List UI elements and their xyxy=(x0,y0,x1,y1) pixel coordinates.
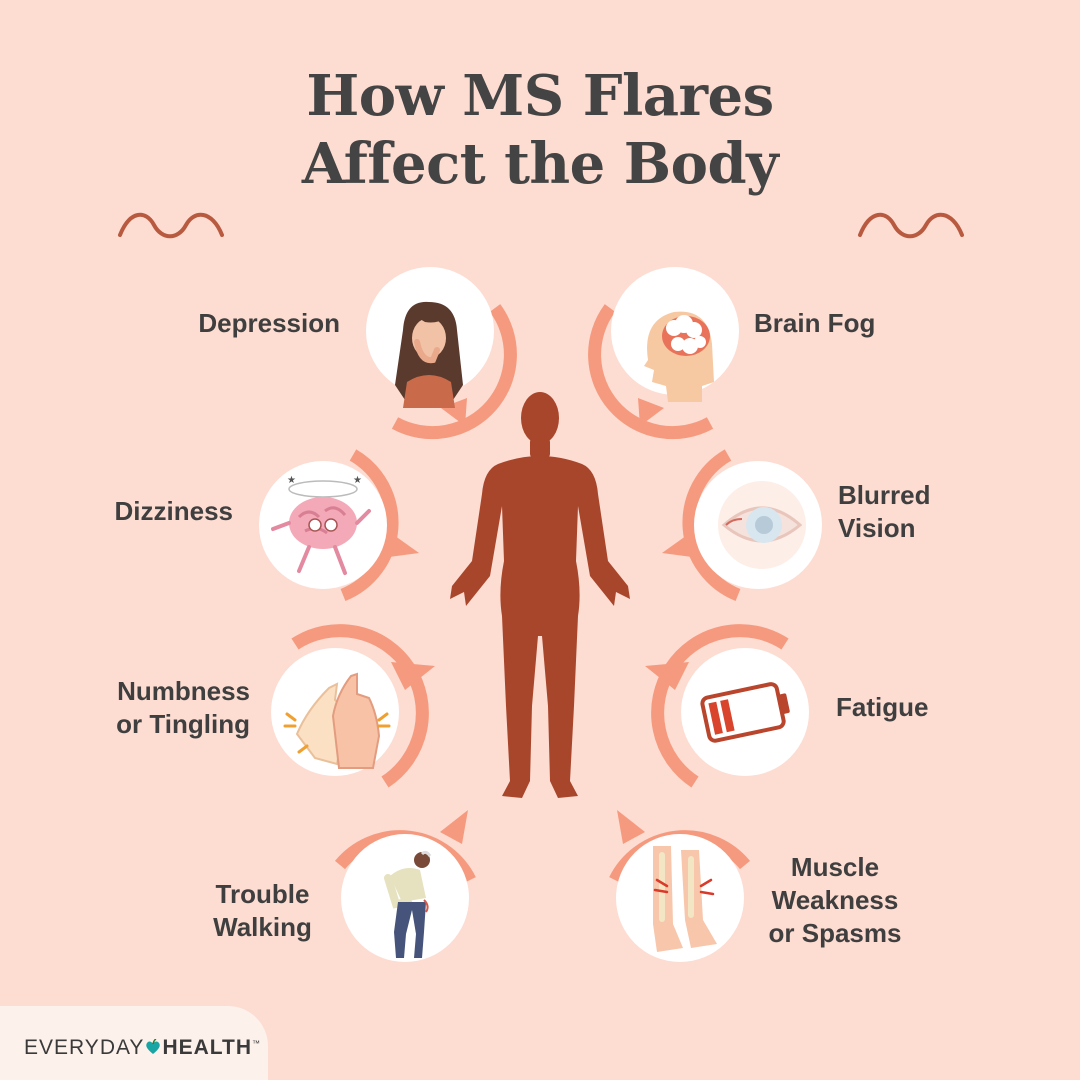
tingling-hands-icon xyxy=(283,672,391,769)
symptom-fatigue-label: Fatigue xyxy=(836,692,929,722)
brand-logo: EVERYDAY HEALTH™ xyxy=(24,1036,261,1060)
symptom-dizziness-bubble: ★ ★ xyxy=(243,445,419,615)
blurry-eye-icon xyxy=(718,481,806,569)
svg-text:★: ★ xyxy=(287,475,296,486)
squiggle-decoration-left xyxy=(118,212,224,239)
muscle-line-3: or Spasms xyxy=(768,918,902,948)
symptom-muscle-weakness-label: Muscle Weakness or Spasms xyxy=(755,851,915,950)
title-line-1: How MS Flares xyxy=(306,63,774,129)
blurred-vision-line-1: Blurred xyxy=(838,480,931,510)
bent-person-icon xyxy=(384,850,432,958)
brand-part-1: EVERYDAY xyxy=(24,1036,145,1059)
symptom-blurred-vision-bubble xyxy=(662,445,838,615)
human-body-silhouette xyxy=(450,392,630,798)
page-title: How MS Flares Affect the Body xyxy=(0,62,1080,198)
trouble-walking-line-1: Trouble xyxy=(215,879,310,909)
symptom-numbness-bubble xyxy=(255,624,435,802)
legs-pain-icon xyxy=(653,846,717,952)
symptom-muscle-weakness-bubble xyxy=(595,810,765,980)
numbness-line-1: Numbness xyxy=(117,676,250,706)
symptom-trouble-walking-bubble xyxy=(320,810,490,980)
symptom-fatigue-bubble xyxy=(645,624,825,802)
symptom-brain-fog-label: Brain Fog xyxy=(754,308,876,338)
symptom-depression-label: Depression xyxy=(198,308,340,338)
brand-footer: EVERYDAY HEALTH™ xyxy=(0,1006,268,1080)
symptom-brain-fog-bubble xyxy=(588,267,760,440)
svg-text:★: ★ xyxy=(353,475,362,486)
muscle-line-1: Muscle xyxy=(790,852,880,882)
symptom-blurred-vision-label: Blurred Vision xyxy=(838,479,930,545)
symptom-depression-bubble xyxy=(345,267,517,440)
brand-trademark: ™ xyxy=(252,1039,262,1048)
squiggle-decoration-right xyxy=(858,212,964,239)
dizzy-brain-icon: ★ ★ xyxy=(271,475,371,575)
symptom-numbness-label: Numbness or Tingling xyxy=(80,675,250,741)
low-battery-icon xyxy=(700,682,790,743)
trouble-walking-line-2: Walking xyxy=(213,912,312,942)
apple-heart-icon xyxy=(146,1039,161,1054)
symptom-dizziness-label: Dizziness xyxy=(114,496,234,526)
muscle-line-2: Weakness xyxy=(771,885,899,915)
title-line-2: Affect the Body xyxy=(301,131,779,197)
blurred-vision-line-2: Vision xyxy=(838,513,916,543)
crying-woman-icon xyxy=(395,301,463,408)
symptom-trouble-walking-label: Trouble Walking xyxy=(205,878,320,944)
cloudy-head-icon xyxy=(644,311,714,402)
numbness-line-2: or Tingling xyxy=(116,709,250,739)
brand-part-2: HEALTH xyxy=(162,1036,253,1059)
